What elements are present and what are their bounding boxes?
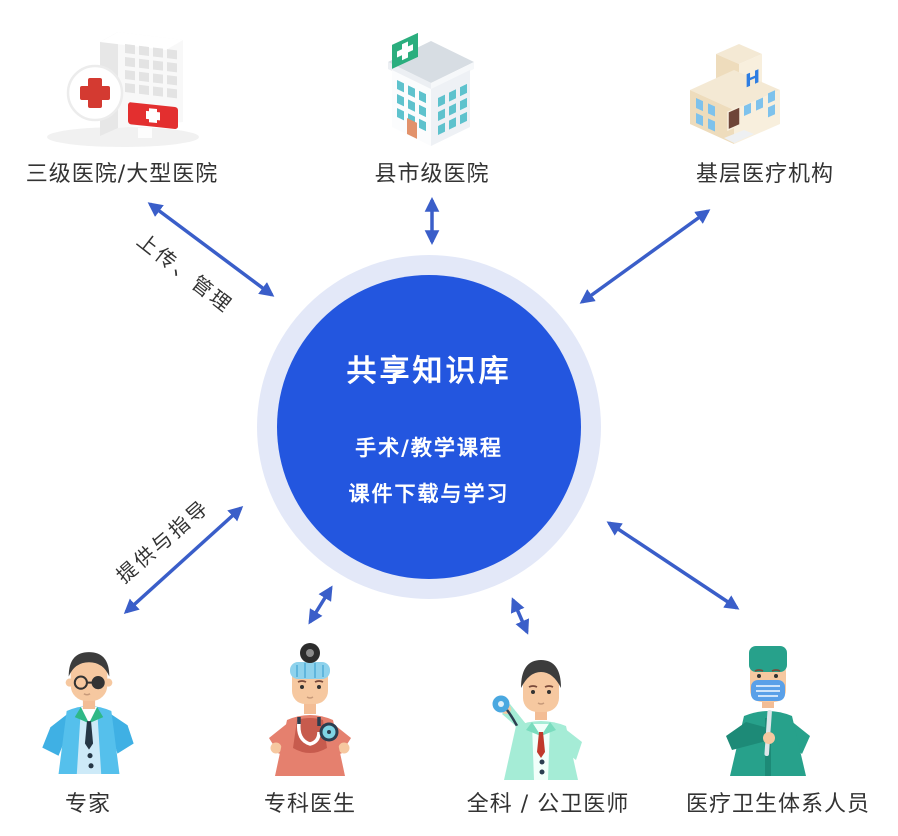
- health-system-worker-label: 医疗卫生体系人员: [685, 792, 871, 817]
- svg-text:H: H: [745, 66, 760, 93]
- expert-doctor-label: 专家: [64, 792, 112, 817]
- tertiary-hospital-icon: [38, 18, 203, 150]
- center-circle-halo: 共享知识库 手术/教学课程 课件下载与学习: [257, 255, 601, 599]
- arrow-personnel-center: [606, 521, 740, 610]
- specialist-doctor-icon: [253, 638, 367, 778]
- general-practitioner-icon: [482, 648, 600, 782]
- center-circle: 共享知识库 手术/教学课程 课件下载与学习: [277, 275, 581, 579]
- primary-care-facility-label: 基层医疗机构: [695, 162, 835, 187]
- specialist-doctor-label: 专科医生: [263, 792, 357, 817]
- center-title: 共享知识库: [346, 354, 512, 389]
- county-hospital-label: 县市级医院: [374, 162, 490, 187]
- health-system-worker-icon: [712, 638, 824, 778]
- arrow-gp-center: [510, 597, 530, 635]
- expert-doctor-icon: [28, 642, 150, 776]
- arrow-specialist-center: [308, 585, 333, 625]
- center-line-2: 课件下载与学习: [348, 482, 510, 506]
- arrow-label-provide-guide: 提供与指导: [111, 494, 215, 588]
- primary-care-facility-icon: H: [682, 26, 796, 148]
- arrow-label-upload-manage: 上传、管理: [132, 228, 238, 319]
- arrow-primary-center: [579, 209, 711, 304]
- center-line-1: 手术/教学课程: [355, 436, 503, 460]
- tertiary-hospital-label: 三级医院/大型医院: [25, 162, 219, 187]
- general-practitioner-label: 全科 / 公卫医师: [466, 792, 630, 817]
- county-hospital-icon: [372, 18, 490, 156]
